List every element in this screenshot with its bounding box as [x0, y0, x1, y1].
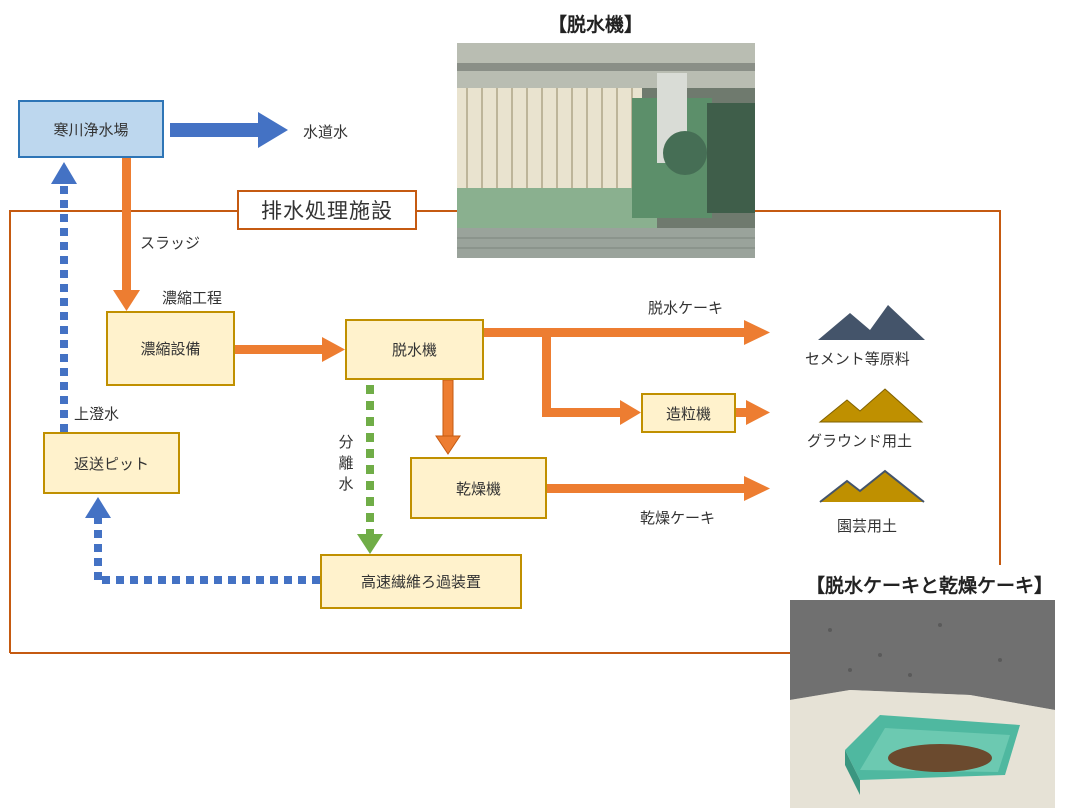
product-cement: セメント等原料 — [805, 350, 910, 368]
node-granulator: 造粒機 — [641, 393, 736, 433]
sludge-arrow — [113, 157, 140, 311]
dewatering-to-dryer-arrow — [435, 379, 461, 455]
dewatering-machine-photo — [457, 43, 755, 258]
node-return-pit: 返送ピット — [43, 432, 180, 494]
cake-photo-caption: 【脱水ケーキと乾燥ケーキ】 — [806, 575, 1054, 597]
node-dewatering: 脱水機 — [345, 319, 484, 380]
filter-return-arrow — [85, 497, 320, 584]
tap-water-arrow — [170, 112, 288, 148]
supernatant-label: 上澄水 — [74, 405, 120, 423]
separated-water-arrow — [357, 385, 383, 554]
granulator-branch-arrow — [542, 332, 641, 425]
supernatant-return-arrow — [51, 162, 77, 432]
node-dryer: 乾燥機 — [410, 457, 547, 519]
dried-cake-arrow — [547, 476, 770, 501]
thickener-to-dewatering-arrow — [235, 337, 345, 362]
node-thickener: 濃縮設備 — [106, 311, 235, 386]
wastewater-facility-label: 排水処理施設 — [237, 190, 417, 230]
thickening-process-label: 濃縮工程 — [162, 289, 223, 307]
dewatered-cake-label: 脱水ケーキ — [648, 299, 724, 317]
cake-photo — [790, 600, 1055, 808]
separated-water-label: 分 離 水 — [338, 433, 354, 493]
product-garden-soil: 園芸用土 — [837, 517, 898, 535]
dewatering-photo-caption: 【脱水機】 — [548, 14, 644, 36]
product-ground-soil: グラウンド用土 — [807, 432, 913, 450]
node-water-plant: 寒川浄水場 — [18, 100, 164, 158]
dewatered-cake-arrow — [484, 320, 770, 345]
dried-cake-label: 乾燥ケーキ — [640, 509, 716, 527]
ground-soil-mountain-icon — [818, 388, 924, 423]
granulator-output-arrow — [736, 400, 770, 425]
cement-mountain-icon — [818, 305, 925, 340]
node-filter: 高速繊維ろ過装置 — [320, 554, 522, 609]
sludge-label: スラッジ — [140, 234, 201, 252]
garden-soil-mountain-icon — [819, 469, 925, 503]
tap-water-label: 水道水 — [303, 123, 349, 141]
